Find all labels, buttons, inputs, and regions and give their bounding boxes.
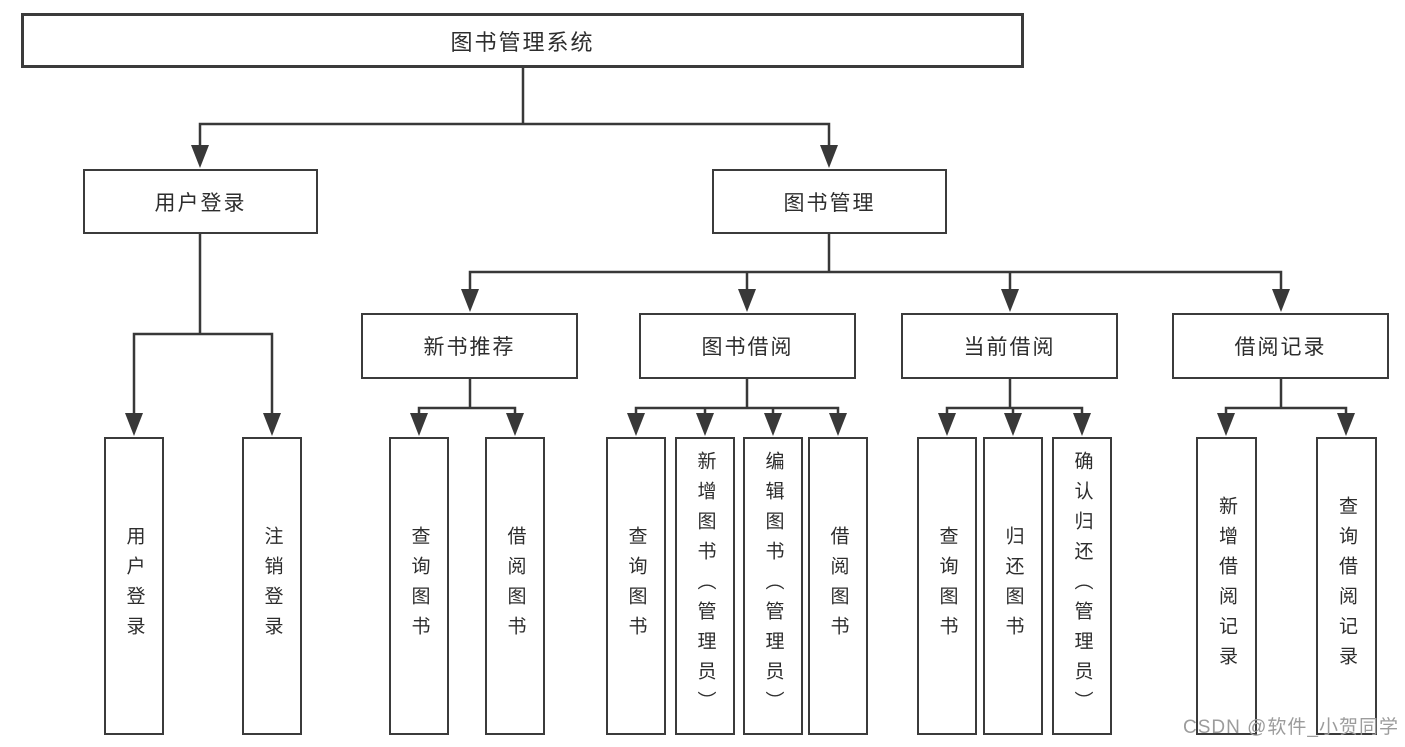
node-book-borrow-label: 图书借阅	[701, 336, 794, 359]
leaf-bb-query-book-label: 查询图书	[625, 526, 647, 646]
leaf-nbr-borrow-book: 借阅图书	[485, 437, 545, 735]
leaf-bb-borrow-book: 借阅图书	[808, 437, 868, 735]
leaf-logout-login: 注销登录	[242, 437, 302, 735]
leaf-nbr-query-book: 查询图书	[389, 437, 449, 735]
arrowheads	[125, 145, 1355, 436]
node-current-borrow-label: 当前借阅	[963, 336, 1056, 359]
csdn-watermark: CSDN @软件_小贺同学	[1183, 717, 1399, 738]
node-user-login: 用户登录	[83, 169, 318, 234]
leaf-bb-edit-book-admin: 编辑图书（管理员）	[743, 437, 803, 735]
leaf-bb-borrow-book-label: 借阅图书	[827, 526, 849, 646]
leaf-cb-query-book-label: 查询图书	[936, 526, 958, 646]
node-borrow-record-label: 借阅记录	[1234, 336, 1327, 359]
node-current-borrow: 当前借阅	[901, 313, 1118, 379]
leaf-user-login: 用户登录	[104, 437, 164, 735]
node-borrow-record: 借阅记录	[1172, 313, 1389, 379]
leaf-nbr-borrow-book-label: 借阅图书	[504, 526, 526, 646]
leaf-nbr-query-book-label: 查询图书	[408, 526, 430, 646]
leaf-bb-add-book-admin: 新增图书（管理员）	[675, 437, 735, 735]
node-root-label: 图书管理系统	[450, 29, 595, 55]
leaf-logout-login-label: 注销登录	[261, 526, 283, 646]
node-new-book-recommend: 新书推荐	[361, 313, 578, 379]
leaf-br-query-record: 查询借阅记录	[1316, 437, 1377, 735]
leaf-cb-confirm-return-admin-label: 确认归还（管理员）	[1071, 451, 1093, 721]
node-root: 图书管理系统	[21, 13, 1024, 68]
tree-edges	[132, 64, 1348, 418]
leaf-br-query-record-label: 查询借阅记录	[1336, 496, 1357, 676]
leaf-bb-edit-book-admin-label: 编辑图书（管理员）	[762, 451, 784, 721]
leaf-cb-return-book-label: 归还图书	[1002, 526, 1024, 646]
node-book-borrow: 图书借阅	[639, 313, 856, 379]
leaf-cb-confirm-return-admin: 确认归还（管理员）	[1052, 437, 1112, 735]
leaf-user-login-label: 用户登录	[123, 526, 145, 646]
leaf-cb-return-book: 归还图书	[983, 437, 1043, 735]
leaf-bb-query-book: 查询图书	[606, 437, 666, 735]
leaf-cb-query-book: 查询图书	[917, 437, 977, 735]
node-book-mgmt-label: 图书管理	[783, 191, 876, 215]
node-book-mgmt: 图书管理	[712, 169, 947, 234]
leaf-bb-add-book-admin-label: 新增图书（管理员）	[694, 451, 716, 721]
node-user-login-label: 用户登录	[154, 191, 247, 215]
leaf-br-add-record: 新增借阅记录	[1196, 437, 1257, 735]
node-new-book-recommend-label: 新书推荐	[423, 336, 516, 359]
leaf-br-add-record-label: 新增借阅记录	[1216, 496, 1237, 676]
